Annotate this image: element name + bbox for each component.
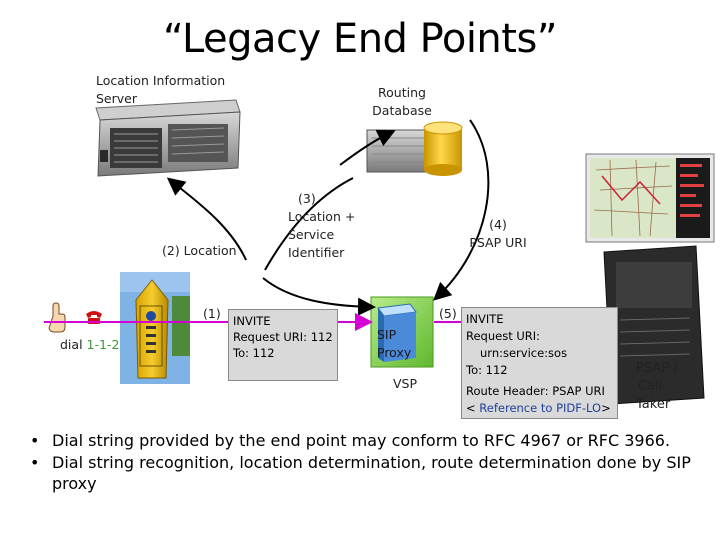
dial-label: dial 1-1-2 (60, 337, 120, 352)
psap-label: PSAP / Call Taker (636, 361, 678, 412)
step5-label: (5) (439, 306, 457, 321)
sip-proxy-label: SIP Proxy (377, 327, 412, 360)
hand-pointer-icon (48, 302, 66, 333)
location-query-arrow (166, 177, 247, 261)
pidf-lo-reference: Reference to PIDF-LO (479, 401, 602, 415)
emergency-call-tower-icon (120, 272, 190, 384)
database-icon (423, 121, 463, 176)
invite-box-5: INVITE Request URI: urn:service:sos To: … (461, 307, 618, 419)
lost-query-arrow (339, 129, 396, 166)
routing-db-label: Routing Database (372, 85, 432, 118)
step2-label: (2) Location (162, 243, 237, 258)
step1-label: (1) (203, 306, 221, 321)
bullet-item: •Dial string recognition, location deter… (30, 453, 691, 493)
step3-label: (3) Location + Service Identifier (288, 191, 356, 260)
bullet-list: •Dial string provided by the end point m… (30, 430, 710, 495)
psap-workstation-icon (603, 245, 705, 405)
dial-number: 1-1-2 (86, 337, 120, 352)
location-server-icon (95, 99, 241, 177)
step4-label: (4) PSAP URI (469, 217, 527, 250)
vsp-label: VSP (393, 376, 418, 391)
slide-title: “Legacy End Points” (162, 16, 558, 62)
bullet-item: •Dial string provided by the end point m… (30, 431, 671, 450)
step3-link (264, 177, 354, 271)
psap-uri-return-arrow (433, 119, 490, 301)
invite-box-1: INVITE Request URI: 112 To: 112 (228, 309, 338, 381)
psap-monitor-icon (585, 153, 715, 243)
sip-proxy-icon (370, 296, 434, 368)
routing-server-icon (366, 129, 430, 173)
lis-label: Location Information Server (96, 73, 226, 106)
location-return-arrow (262, 277, 376, 316)
